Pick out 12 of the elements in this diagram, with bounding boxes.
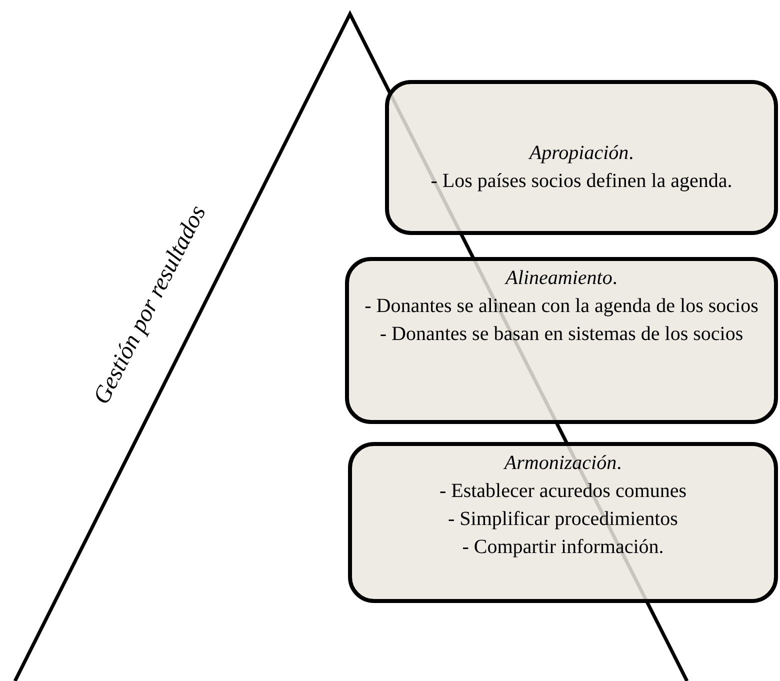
- box-heading: Apropiación.: [529, 142, 634, 164]
- bullet-text: - Donantes se basan en sistemas de los socios: [380, 323, 744, 345]
- rounded-text-box: [385, 80, 778, 235]
- bullet-text: - Establecer acuredos comunes: [439, 480, 687, 502]
- bullet-text: - Compartir información.: [462, 536, 664, 558]
- rounded-text-box: [348, 442, 778, 603]
- rounded-text-box: [345, 257, 778, 424]
- bullet-text: - Simplificar procedimientos: [448, 508, 678, 530]
- box-heading: Armonización.: [504, 452, 622, 474]
- bullet-text: - Los países socios definen la agenda.: [430, 170, 732, 192]
- bullet-text: - Donantes se alinean con la agenda de los socios: [364, 295, 758, 317]
- box-heading: Alineamiento.: [506, 267, 618, 289]
